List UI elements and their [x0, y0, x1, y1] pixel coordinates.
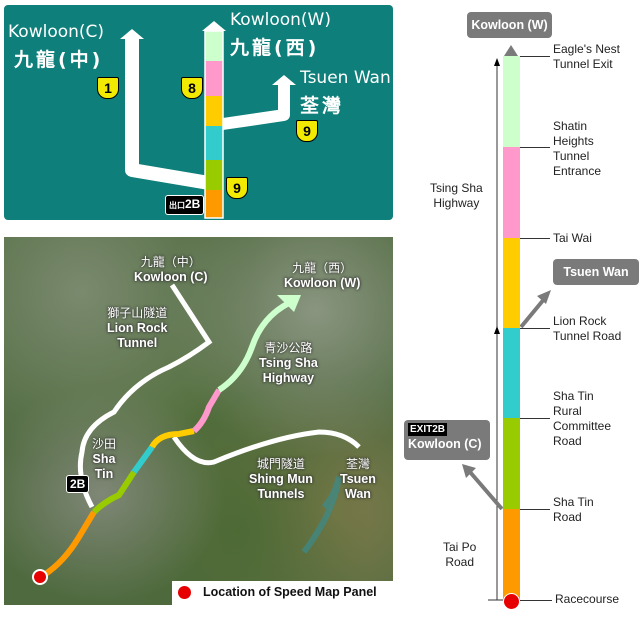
map-label-tsuen-wan: 荃灣 Tsuen Wan [340, 457, 376, 502]
kowloon-c-en: Kowloon (C) [134, 270, 208, 284]
speed-map-sign-panel: Kowloon(C) 九龍(中) 1 Kowloon(W) 九龍(西) 8 Ts… [4, 5, 393, 220]
kowloon-c-zh: 九龍（中） [140, 255, 201, 269]
node-text: Road [553, 510, 582, 524]
sign-tsuen-wan-zh: 荃灣 [300, 95, 345, 117]
tick [520, 328, 550, 329]
node-text: Racecourse [555, 592, 620, 606]
tick [520, 147, 550, 148]
red-dot-icon [178, 586, 191, 599]
kowloon-c-box: EXIT2B Kowloon (C) [404, 420, 490, 460]
panel-location-icon [503, 593, 520, 610]
legend-label: Location of Speed Map Panel [203, 585, 377, 599]
current-route-shield: 9 [226, 177, 248, 199]
tsuen-wan-en2: Wan [344, 487, 371, 501]
node-label: Racecourse [555, 592, 619, 607]
node-text: Road [553, 434, 582, 448]
tsuen-wan-box: Tsuen Wan [553, 259, 639, 285]
node-text: Tunnel [553, 149, 590, 163]
lion-rock-en1: Lion Rock [107, 321, 168, 335]
node-text: Shatin [553, 119, 588, 133]
tsuen-wan-en1: Tsuen [340, 472, 376, 486]
sign-kowloon-w-zh: 九龍(西) [230, 37, 320, 59]
node-text: Tai Wai [553, 231, 592, 245]
node-text: Sha Tin [553, 495, 594, 509]
exit-number: 2B [185, 197, 201, 211]
map-route-lines [32, 283, 361, 585]
map-label-sha-tin: 沙田 Sha Tin [92, 437, 116, 482]
map-label-kowloon-c: 九龍（中） Kowloon (C) [134, 255, 208, 285]
shing-mun-en1: Shing Mun [249, 472, 313, 486]
sign-kowloon-w-en: Kowloon(W) [230, 10, 331, 30]
node-text: Lion Rock [553, 314, 607, 328]
sha-tin-zh: 沙田 [92, 437, 117, 451]
node-text: Tunnel Road [553, 329, 622, 343]
sign-kowloon-c-zh: 九龍(中) [14, 49, 104, 71]
tsuen-wan-zh: 荃灣 [345, 457, 370, 471]
segment-tai-wai [503, 238, 520, 328]
segment-shatin-heights [503, 147, 520, 238]
sign-road-graphic [120, 21, 296, 219]
node-text: Heights [553, 134, 594, 148]
segment-tai-po-road [503, 509, 520, 600]
map-label-kowloon-w: 九龍（西） Kowloon (W) [284, 261, 360, 291]
sign-kowloon-c-en: Kowloon(C) [8, 22, 105, 42]
map-label-shing-mun: 城門隧道 Shing Mun Tunnels [249, 457, 313, 502]
diagram-lines [462, 45, 551, 601]
tsing-sha-zh: 青沙公路 [264, 341, 313, 355]
node-text: Entrance [553, 164, 602, 178]
kowloon-w-box: Kowloon (W) [467, 12, 552, 38]
map-label-tsing-sha: 青沙公路 Tsing Sha Highway [259, 341, 318, 386]
exit-2b-badge: EXIT2B [408, 423, 448, 436]
tick [520, 238, 550, 239]
sign-tsuen-wan-en: Tsuen Wan [300, 68, 391, 88]
shing-mun-en2: Tunnels [257, 487, 305, 501]
node-text: Rural [553, 404, 582, 418]
sha-tin-en1: Sha [92, 452, 116, 466]
road-text: Tsing Sha [430, 181, 483, 195]
node-label: Tai Wai [553, 231, 592, 246]
segment-sha-tin-rural [503, 418, 520, 509]
route-shield-8: 8 [181, 77, 203, 99]
kowloon-c-label: Kowloon (C) [408, 437, 482, 451]
segment-lion-rock [503, 328, 520, 418]
shing-mun-zh: 城門隧道 [256, 457, 305, 471]
node-text: Eagle's Nest [553, 42, 620, 56]
tick [520, 56, 550, 57]
satellite-map: 九龍（中） Kowloon (C) 九龍（西） Kowloon (W) 獅子山隧… [4, 237, 393, 605]
node-text: Committee [553, 419, 612, 433]
route-shield-9: 9 [296, 120, 318, 142]
route-shield-1: 1 [97, 77, 119, 99]
lion-rock-en2: Tunnel [117, 336, 158, 350]
map-legend: Location of Speed Map Panel [172, 581, 393, 605]
road-text: Highway [433, 196, 480, 210]
node-text: Sha Tin [553, 389, 594, 403]
lion-rock-zh: 獅子山隧道 [107, 306, 168, 320]
tick [520, 418, 550, 419]
segment-eagles-nest [503, 56, 520, 147]
road-text: Road [445, 555, 475, 569]
tick [520, 600, 552, 601]
road-text: Tai Po [443, 540, 477, 554]
tsing-sha-en1: Tsing Sha [259, 356, 318, 370]
sha-tin-en2: Tin [94, 467, 114, 481]
map-exit-badge: 2B [66, 475, 90, 493]
kowloon-w-en: Kowloon (W) [284, 276, 361, 290]
sign-exit-badge: 出口2B [165, 195, 205, 215]
kowloon-w-zh: 九龍（西） [292, 261, 353, 275]
node-text: Tunnel Exit [553, 57, 613, 71]
tick [520, 509, 550, 510]
tsing-sha-en2: Highway [262, 371, 315, 385]
exit-prefix: 出口 [169, 201, 185, 210]
map-label-lion-rock: 獅子山隧道 Lion Rock Tunnel [107, 306, 167, 351]
